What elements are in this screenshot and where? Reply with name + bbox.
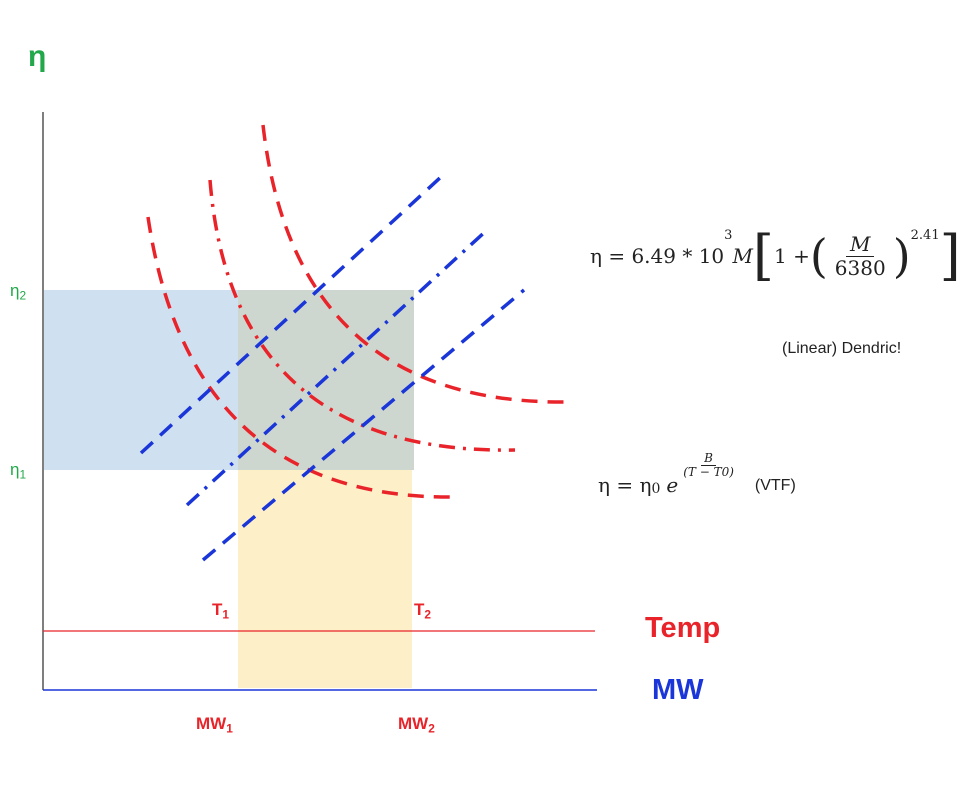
eq1-lhs: η = 6.49 * 10	[590, 244, 725, 269]
eq1-bracket-open: [	[752, 224, 774, 287]
temp-legend-label: Temp	[645, 612, 721, 644]
eq1-bracket-close: ]	[939, 224, 961, 287]
mw1-label: MW1	[196, 714, 233, 736]
mw-line-mid	[185, 228, 489, 507]
mw-line-low	[139, 174, 444, 455]
temp-curve-low	[146, 216, 456, 499]
eq1-exponent: 2.41	[910, 228, 940, 243]
mw2-label: MW2	[398, 714, 435, 736]
t1-label: T1	[212, 600, 230, 622]
temp-curve-high	[261, 124, 569, 404]
eq1-note: (Linear) Dendric!	[782, 340, 902, 357]
eq1-fraction: M 6380	[831, 232, 890, 280]
eq2-e: e	[666, 473, 679, 498]
eq2-exponent: B (T − T0)	[680, 451, 737, 480]
eq2-lhs: η = η	[598, 473, 652, 498]
eq2-exp-den: (T − T0)	[683, 465, 734, 480]
eq2-exp-num: B	[701, 451, 716, 467]
eta-axis-label: η	[28, 40, 47, 73]
eq2-sub0: 0	[651, 481, 661, 498]
vtf-tag: (VTF)	[754, 477, 796, 495]
eq1-frac-num: M	[846, 232, 875, 257]
eq1-paren-open: (	[809, 228, 828, 283]
mw-viscosity-equation: η = 6.49 * 10 3 M [ 1 + ( M 6380 ) 2.41 …	[590, 224, 961, 287]
eq1-paren-close: )	[892, 228, 911, 283]
eta1-label: η1	[10, 460, 27, 482]
eq1-frac-den: 6380	[834, 255, 886, 280]
mw-range-band	[238, 470, 412, 688]
eq1-one-plus: 1 +	[774, 244, 810, 269]
mw-line-high	[201, 288, 526, 562]
overlap-region	[238, 290, 414, 470]
t2-label: T2	[414, 600, 432, 622]
temp-curve-mid	[208, 179, 516, 452]
eta2-label: η2	[10, 281, 27, 303]
eq1-var: M	[732, 244, 753, 269]
eq1-power: 3	[724, 228, 733, 243]
mw-legend-label: MW	[652, 674, 704, 706]
